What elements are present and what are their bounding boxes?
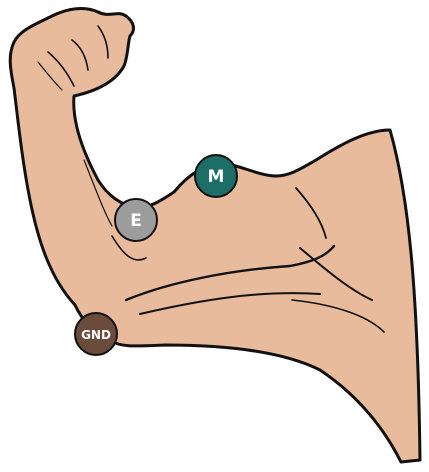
- electrode-ground-label: GND: [81, 328, 111, 342]
- electrode-end: E: [115, 199, 157, 241]
- arm-figure: [10, 9, 420, 462]
- electrode-end-label: E: [130, 211, 142, 231]
- electrode-ground: GND: [75, 313, 117, 355]
- arm-outline: [10, 9, 420, 462]
- electrode-middle: M: [195, 155, 237, 197]
- electrode-middle-label: M: [208, 167, 225, 187]
